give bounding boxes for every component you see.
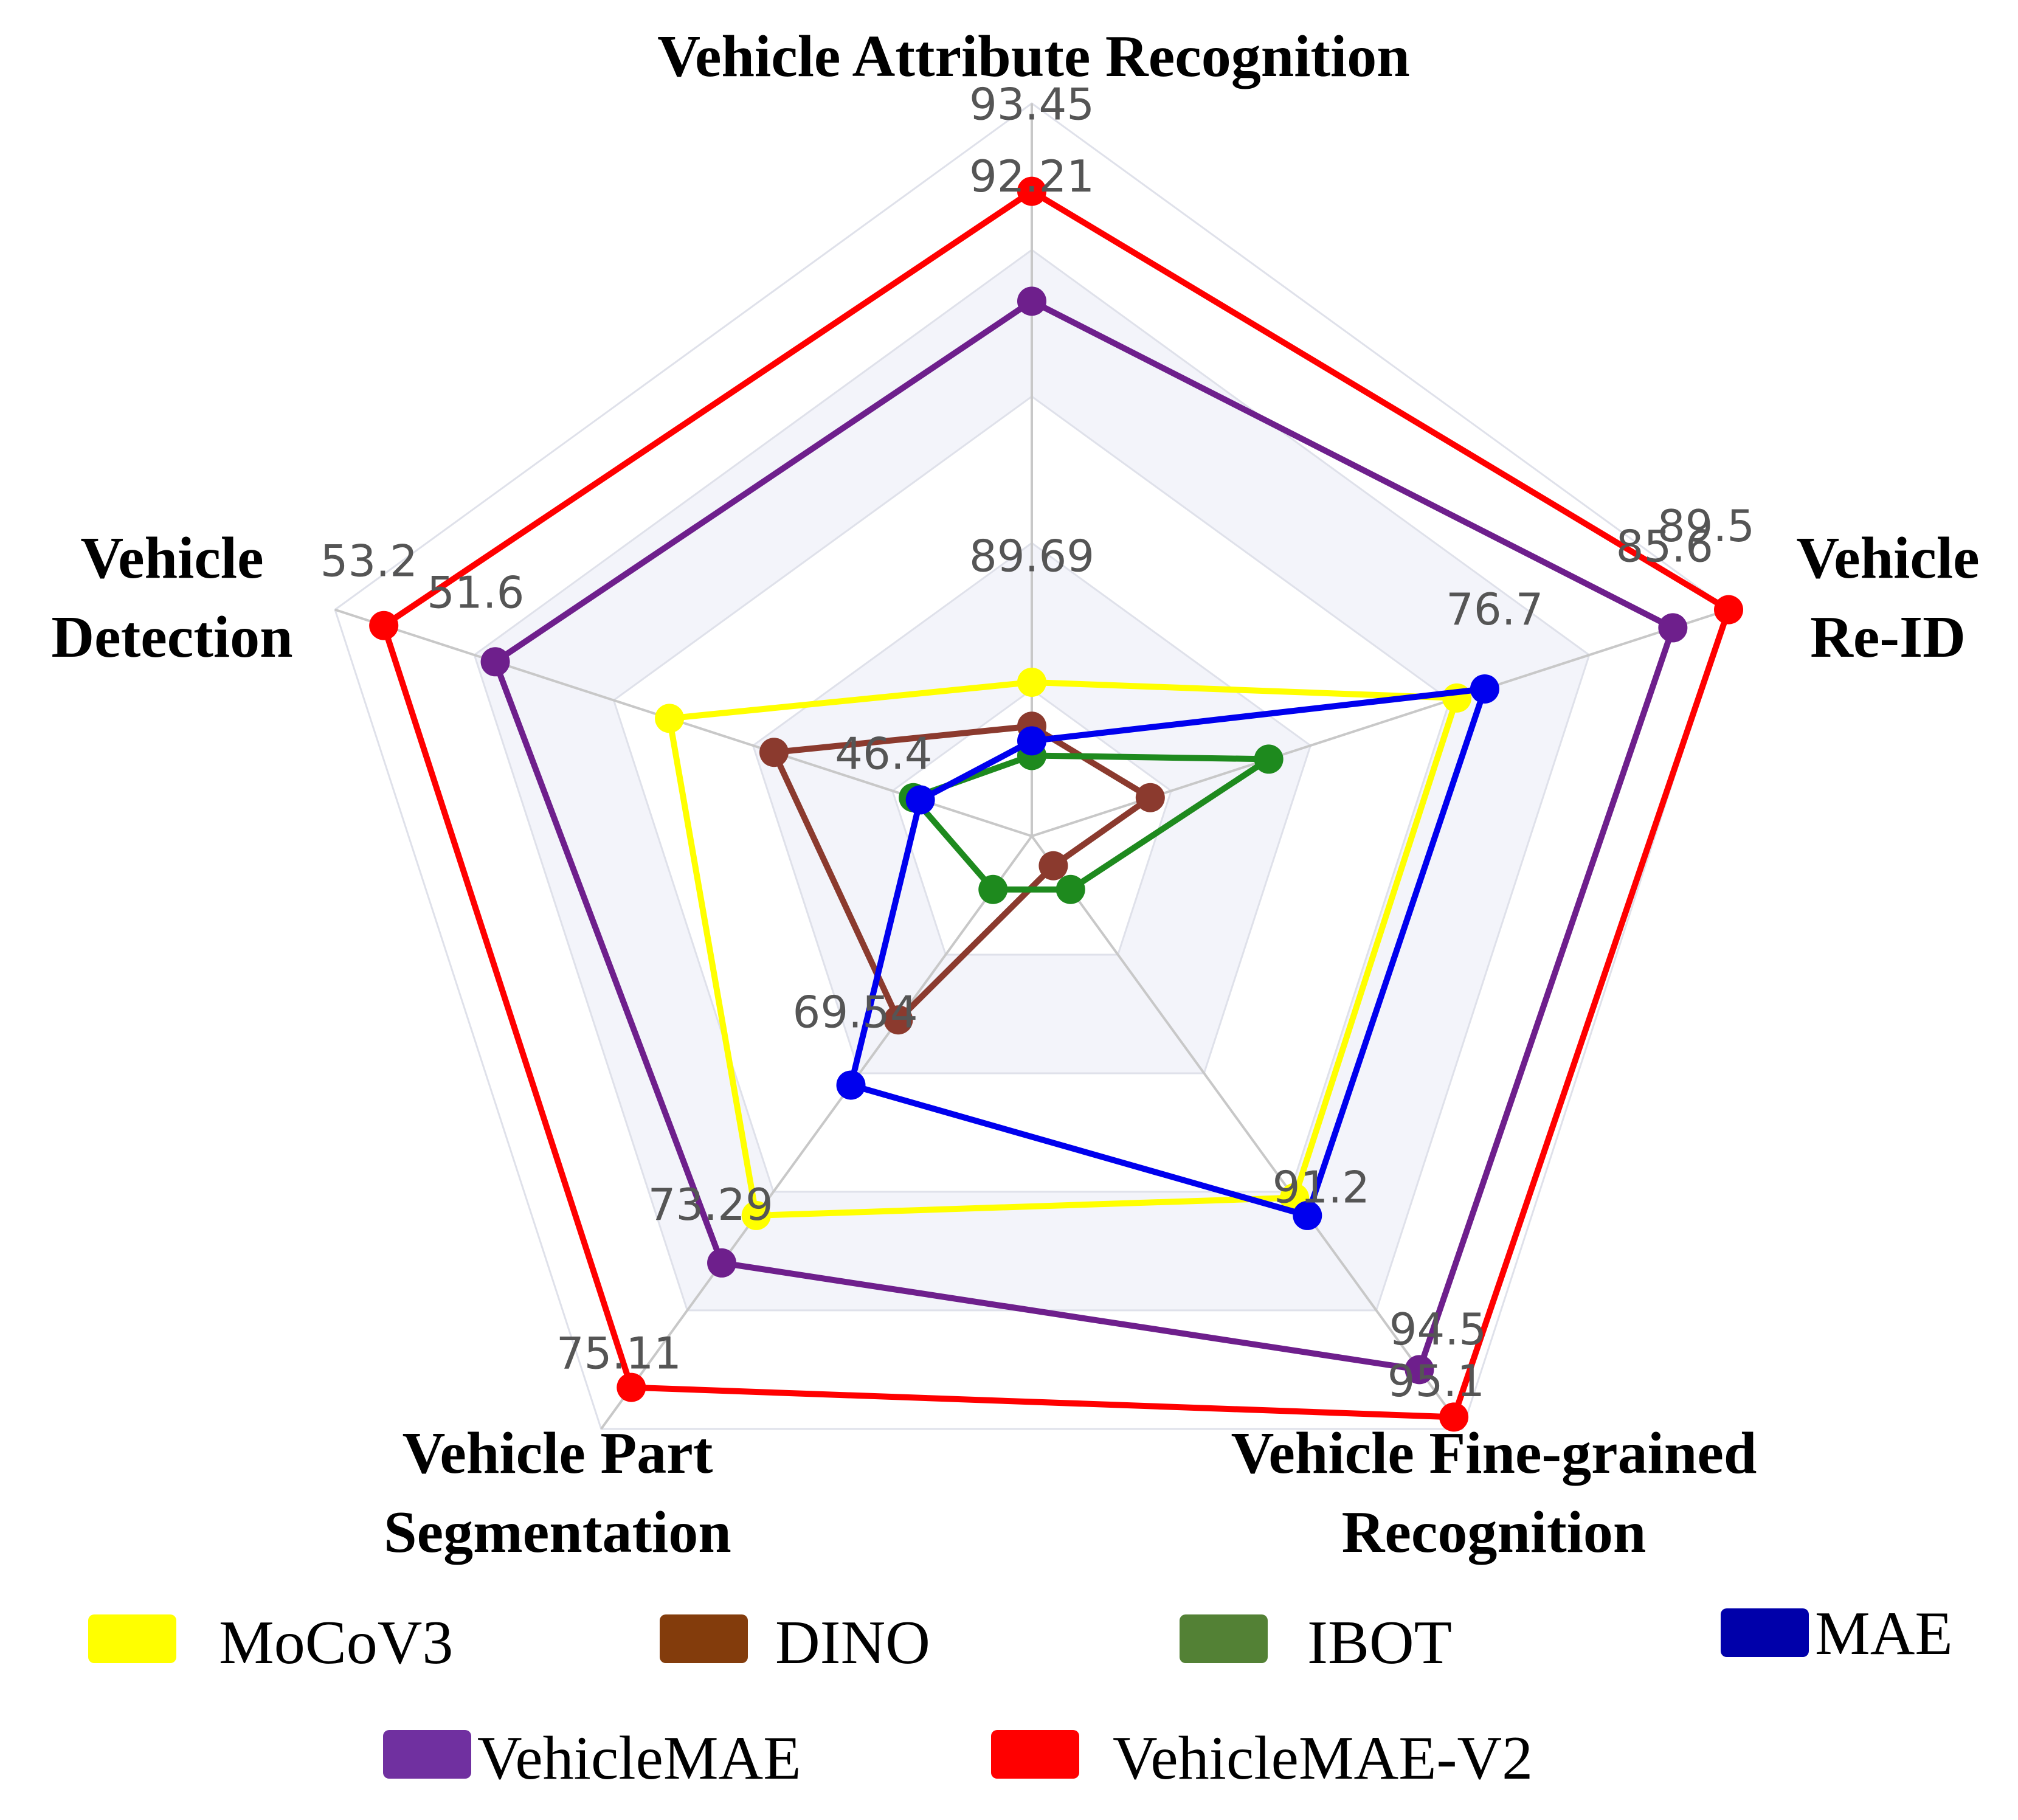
value-label-9: 69.54: [793, 987, 918, 1038]
series-point-dino-4: [759, 738, 789, 767]
legend-label-mocov3: MoCoV3: [219, 1608, 453, 1677]
series-point-dino-2: [1038, 851, 1068, 881]
series-point-mocov3-4: [655, 704, 685, 733]
series-point-ibot-3: [978, 874, 1008, 904]
radar-series: [369, 176, 1744, 1432]
legend-swatch-mae: [1721, 1608, 1809, 1657]
series-line-mocov3: [666, 679, 1460, 1219]
series-point-mae-0: [1017, 726, 1046, 756]
value-label-12: 53.2: [320, 536, 418, 587]
legend-item-vehiclemae[interactable]: VehicleMAE: [383, 1724, 801, 1793]
series-line-mae: [848, 685, 1488, 1219]
series-point-vehiclemae-v2-3: [617, 1372, 646, 1402]
series-point-vehiclemae-2: [1405, 1355, 1434, 1385]
value-label-8: 95.1: [1387, 1355, 1485, 1407]
series-point-dino-1: [1135, 783, 1165, 812]
legend-swatch-vehiclemae: [383, 1730, 471, 1779]
legend-swatch-vehiclemae-v2: [991, 1730, 1079, 1779]
series-point-mae-2: [1293, 1200, 1322, 1230]
legend-item-ibot[interactable]: IBOT: [1180, 1608, 1452, 1677]
legend-label-dino: DINO: [775, 1608, 930, 1677]
series-point-vehiclemae-0: [1017, 286, 1046, 316]
value-label-4: 89.5: [1657, 500, 1755, 552]
series-point-vehiclemae-v2-2: [1439, 1402, 1469, 1432]
series-point-ibot-1: [1254, 744, 1284, 774]
series-line-vehiclemae-v2: [381, 188, 1732, 1420]
series-point-vehiclemae-v2-1: [1714, 595, 1744, 625]
series-line-dino: [770, 723, 1153, 1023]
axis-title-reid-line2: Re-ID: [1810, 604, 1966, 670]
legend-item-mocov3[interactable]: MoCoV3: [88, 1608, 453, 1677]
series-point-vehiclemae-4: [480, 647, 510, 677]
axis-title-fine-grained-line2: Recognition: [1342, 1500, 1647, 1565]
series-line-vehiclemae: [492, 298, 1676, 1373]
series-point-ibot-2: [1056, 874, 1085, 904]
value-label-10: 73.29: [648, 1179, 773, 1230]
value-label-1: 92.21: [969, 151, 1094, 202]
value-labels: 93.45 92.21 89.69 85.689.5 76.7 91.2 94.595.1 6…: [320, 78, 1755, 1406]
value-label-5: 76.7: [1446, 584, 1543, 635]
value-label-14: 46.4: [835, 728, 932, 779]
value-label-6: 91.2: [1273, 1161, 1370, 1213]
series-point-mocov3-3: [741, 1200, 771, 1230]
value-label-3: 85.6: [1616, 521, 1713, 572]
series-point-mocov3-1: [1442, 683, 1472, 713]
axis-title-attribute-recognition: Vehicle Attribute Recognition: [657, 24, 1410, 89]
axis-title-detection-line2: Detection: [51, 604, 292, 670]
radar-grid: [334, 102, 1730, 1430]
legend-label-vehiclemae: VehicleMAE: [477, 1724, 801, 1793]
value-label-7: 94.5: [1389, 1304, 1487, 1355]
legend-item-dino[interactable]: DINO: [660, 1608, 930, 1677]
value-label-0: 93.45: [969, 78, 1094, 130]
axis-title-reid-line1: Vehicle: [1796, 525, 1979, 591]
legend-label-vehiclemae-v2: VehicleMAE-V2: [1113, 1724, 1533, 1793]
series-point-mocov3-0: [1017, 667, 1046, 697]
series-point-vehiclemae-1: [1658, 613, 1688, 643]
legend-swatch-ibot: [1180, 1614, 1268, 1663]
axis-title-fine-grained-line1: Vehicle Fine-grained: [1231, 1420, 1757, 1486]
legend-swatch-mocov3: [88, 1614, 176, 1663]
series-point-mae-4: [905, 785, 935, 815]
legend-item-vehiclemae-v2[interactable]: VehicleMAE-V2: [991, 1724, 1533, 1793]
value-label-11: 75.11: [556, 1327, 682, 1379]
axis-line-3: [600, 835, 1033, 1430]
series-point-vehiclemae-v2-4: [369, 611, 399, 640]
legend-label-mae: MAE: [1815, 1599, 1953, 1668]
axis-line-2: [1031, 835, 1463, 1430]
series-point-vehiclemae-3: [707, 1248, 737, 1278]
axis-title-detection-line1: Vehicle: [80, 525, 263, 591]
value-label-2: 89.69: [969, 531, 1094, 582]
series-point-mae-1: [1470, 674, 1499, 704]
legend-swatch-dino: [660, 1614, 748, 1663]
axis-title-part-segmentation-line1: Vehicle Part: [403, 1420, 713, 1486]
series-point-vehiclemae-v2-0: [1017, 176, 1046, 206]
legend-label-ibot: IBOT: [1307, 1608, 1452, 1677]
legend-item-mae[interactable]: MAE: [1721, 1599, 1953, 1668]
series-point-mae-3: [836, 1070, 866, 1100]
value-label-13: 51.6: [427, 567, 524, 618]
axis-title-part-segmentation-line2: Segmentation: [384, 1500, 731, 1565]
series-point-dino-3: [883, 1005, 913, 1035]
